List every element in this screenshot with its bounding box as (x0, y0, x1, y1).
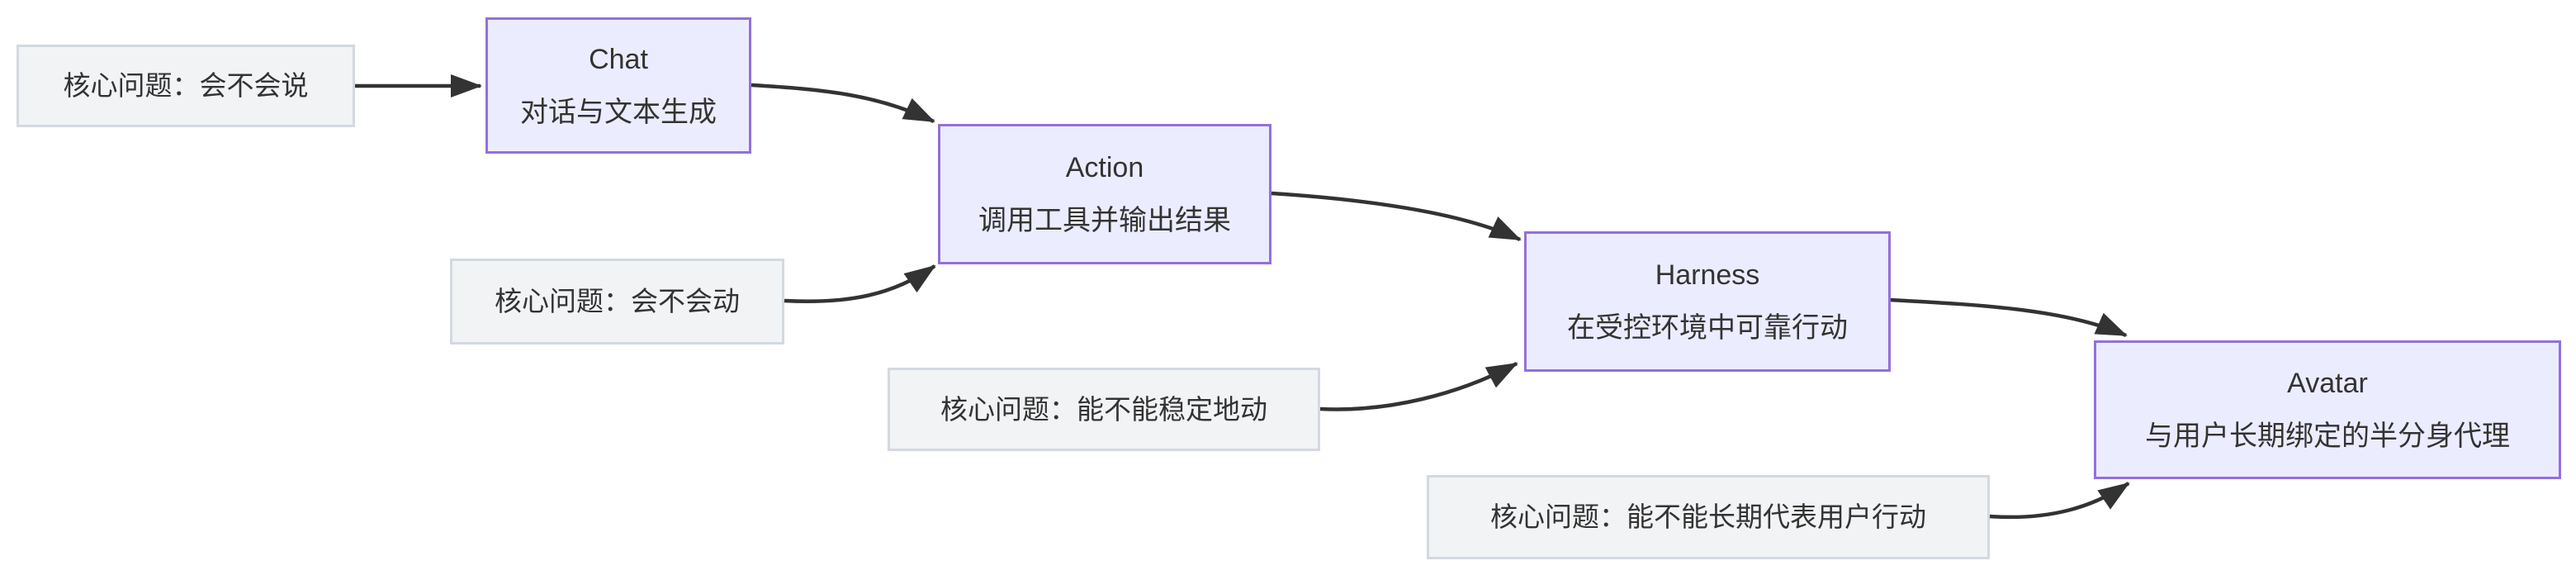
node-label: 核心问题：能不能长期代表用户行动 (1490, 501, 1926, 532)
stage-title: Action (1065, 152, 1144, 183)
edge-harness-to-avatar (1890, 297, 2128, 338)
stage-subtitle: 在受控环境中可靠行动 (1567, 312, 1848, 344)
node-question-harness: 核心问题：能不能稳定地动 (888, 368, 1320, 451)
node-stage-action: Action 调用工具并输出结果 (938, 124, 1271, 264)
node-label: 核心问题：会不会动 (495, 286, 740, 316)
node-label: 核心问题：能不能稳定地动 (940, 393, 1267, 425)
stage-title: Harness (1655, 259, 1760, 291)
node-stage-harness: Harness 在受控环境中可靠行动 (1524, 231, 1891, 372)
edge-qavatar-to-avatar (1989, 482, 2130, 520)
stage-subtitle: 调用工具并输出结果 (978, 205, 1231, 236)
node-question-chat: 核心问题：会不会说 (17, 45, 355, 127)
edge-chat-to-action (751, 83, 935, 124)
node-stage-avatar: Avatar 与用户长期绑定的半分身代理 (2094, 340, 2561, 479)
stage-subtitle: 对话与文本生成 (520, 96, 717, 128)
edge-qharness-to-harness (1319, 362, 1518, 411)
node-question-action: 核心问题：会不会动 (450, 259, 784, 345)
node-label: 核心问题：会不会说 (63, 70, 309, 101)
node-question-avatar: 核心问题：能不能长期代表用户行动 (1427, 475, 1990, 559)
node-stage-chat: Chat 对话与文本生成 (485, 17, 751, 154)
stage-title: Chat (589, 43, 648, 75)
edge-qaction-to-action (784, 264, 936, 304)
stage-subtitle: 与用户长期绑定的半分身代理 (2145, 421, 2510, 452)
stage-title: Avatar (2287, 368, 2368, 399)
edge-action-to-harness (1271, 191, 1522, 242)
